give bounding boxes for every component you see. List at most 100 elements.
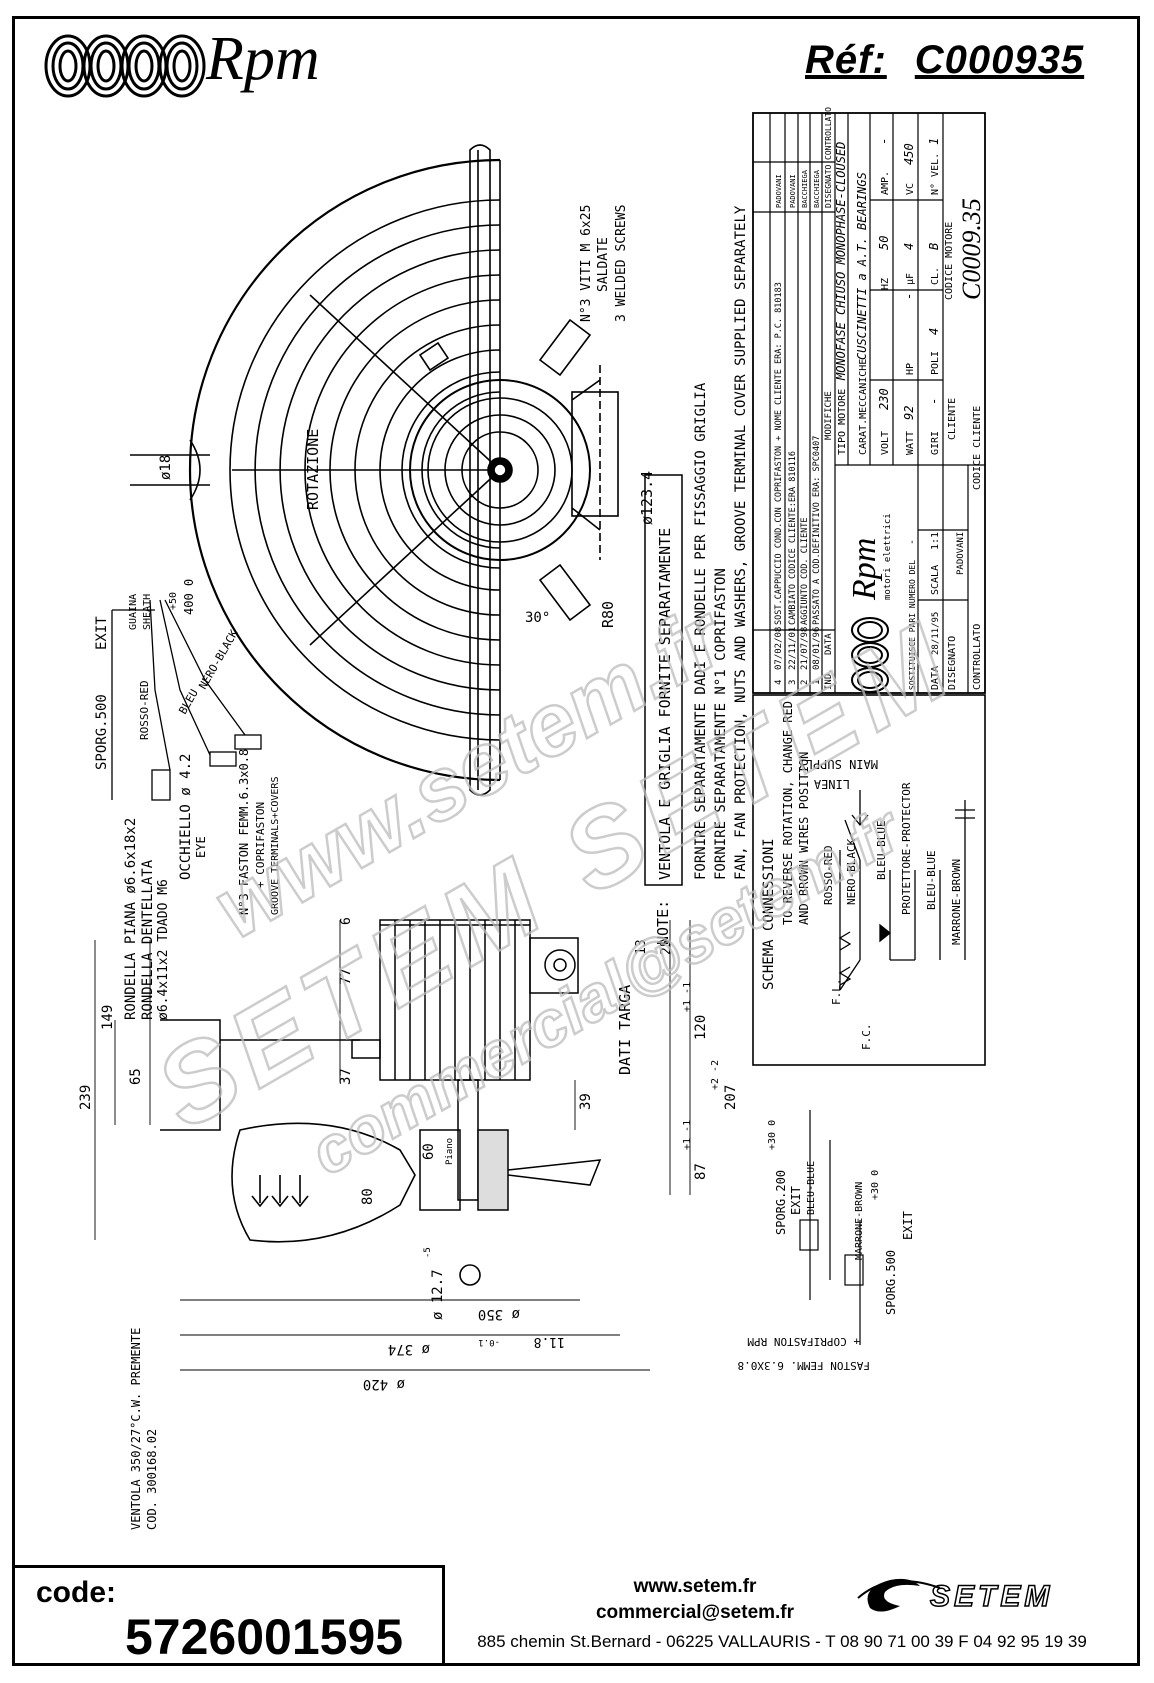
tb-dis-label: DISEGNATO [947, 636, 958, 690]
tb-poli: 4 [927, 328, 941, 335]
revision-rows: 4 07/02/08 SOST.CAPPUCCIO COND.CON COPRI… [774, 169, 822, 685]
dim-37: 37 [338, 1068, 354, 1085]
tb-giri: - [927, 398, 941, 405]
lead-exit: EXIT [94, 616, 110, 650]
tb-giri-label: GIRI [930, 431, 941, 455]
tb-amp-label: AMP. [880, 171, 891, 195]
cap-exit-1: EXIT [789, 1186, 803, 1215]
code-box [12, 1565, 445, 1666]
shaft-flat: 11.8 [534, 1334, 565, 1349]
footer-web[interactable]: www.setem.fr [633, 1576, 757, 1597]
tb-cl-label: CL. [930, 267, 941, 285]
shaft-tol: -5 [423, 1247, 433, 1258]
tb-poli-label: POLI [930, 351, 941, 375]
dim-dia-374: ø 374 [388, 1341, 430, 1357]
schema-fl: F.L. [830, 979, 843, 1006]
tb-mod: MODIFICHE [824, 391, 834, 440]
code-label: code: [36, 1576, 117, 1609]
tb-ctrl: CONTROLLATO [824, 107, 833, 160]
rpm-logo [44, 34, 206, 98]
rev-2-desc: AGGIUNTO COD. CLIENTE [800, 518, 810, 625]
dim-87-tol: +1 -1 [682, 1120, 693, 1150]
lead-faston: N°3 FASTON FEMM.6.3x0.8 [237, 749, 251, 915]
schema-protettore: PROTETTORE-PROTECTOR [900, 782, 913, 915]
tb-vc: 450 [902, 143, 916, 165]
tb-uf-label: µF [905, 273, 916, 285]
rev-2-n: 2 [800, 680, 810, 685]
dim-77: 77 [338, 968, 354, 985]
note-line-2: FORNIRE SEPARATAMENTE DADI E RONDELLE PE… [693, 382, 709, 880]
lead-guaina: GUAINA [128, 594, 139, 630]
tb-sost: - [907, 539, 918, 545]
rev-1-desc: PASSATO A COD.DEFINITIVO ERA: SPC0407 [812, 436, 822, 625]
tb-ind: IND. [824, 668, 834, 690]
cap-copri: + COPRIFASTON RPM [747, 1335, 860, 1348]
screws-note-it2: SALDATE [596, 237, 611, 292]
tb-data-label: DATA [930, 666, 941, 690]
schema-nero: NERO-BLACK [845, 838, 858, 905]
footer-email[interactable]: commercial@setem.fr [595, 1602, 795, 1623]
cap-marrone: MARRONE-BROWN [854, 1182, 865, 1260]
rev-2-dis: BACCHIEGA [801, 169, 809, 208]
lead-sheath: SHEATH [142, 594, 153, 630]
tb-cliente-label: CLIENTE [947, 398, 958, 440]
tb-amp: - [877, 138, 891, 145]
rev-4-dis: PADOVANI [775, 174, 783, 208]
rev-2-date: 21/07/98 [800, 627, 810, 670]
lead-occhiello: OCCHIELLO ø 4.2 [178, 754, 194, 880]
lead-eye: EYE [194, 836, 208, 858]
lead-copri: + COPRIFASTON [254, 802, 267, 888]
tb-sost-label: SOSTITUISCE PARI NUMERO DEL [908, 560, 917, 690]
brand-name: Rpm [206, 25, 320, 93]
tb-hp: - [902, 293, 916, 300]
dim-r80: R80 [599, 601, 617, 628]
lead-nero: NERO-BLACK [196, 627, 241, 691]
tb-hz-label: HZ [880, 278, 891, 290]
tb-vel: 1 [927, 138, 941, 145]
tb-uf: 4 [902, 243, 916, 250]
tb-cod-cliente-label: CODICE CLIENTE [972, 406, 983, 490]
title-block [752, 112, 986, 694]
cap-sporg-200: SPORG.200 [774, 1170, 788, 1235]
schema-linea: LINEA [813, 777, 850, 791]
shaft-dia: ø 12.7 [430, 1269, 446, 1320]
fan-guard-front-view [130, 144, 501, 796]
rev-1-dis: BACCHIEGA [813, 169, 821, 208]
tb-cod-motore-label: CODICE MOTORE [944, 222, 955, 300]
rev-3-desc: CAMBIATO CODICE CLIENTE:ERA 810116 [788, 451, 798, 625]
rev-3-dis: PADOVANI [789, 174, 797, 208]
tb-tipo-label: TIPO MOTORE [837, 389, 848, 455]
dim-dia-420: ø 420 [363, 1376, 405, 1392]
notes-box [644, 474, 683, 886]
tb-data-value: 28/11/95 [931, 612, 941, 655]
dim-13: 13 [634, 939, 649, 955]
tb-dis-value: PADOVANI [956, 532, 966, 575]
rev-1-date: 08/01/96 [812, 627, 822, 670]
footer-contacts: www.setem.fr commercial@setem.fr [450, 1574, 940, 1626]
piano-label: Piano [445, 1138, 455, 1165]
schema-bleu: BLEU-BLUE [875, 820, 888, 880]
motor-hub [409, 318, 619, 622]
tb-vc-label: VC [905, 183, 916, 195]
schema-note-2: AND BROWN WIRES POSITION [797, 752, 811, 925]
connection-schema [752, 694, 986, 1066]
dim-149: 149 [100, 1005, 116, 1030]
tb-ctrl-label: CONTROLLATO [972, 624, 983, 690]
tb-volt: 230 [877, 388, 891, 410]
tb-brand: Rpm [846, 538, 883, 601]
schema-main-supply: MAIN SUPPLY [798, 757, 878, 771]
side-dimensions [94, 920, 691, 1371]
schema-bleu2: BLEU-BLUE [925, 850, 938, 910]
dati-targa: DATI TARGA [616, 985, 634, 1075]
dim-dia-123: ø123.4 [638, 471, 656, 525]
dim-dia-18: ø18 [158, 455, 174, 480]
rev-3-n: 3 [788, 680, 798, 685]
drawing-frame [12, 16, 1140, 1666]
code-value: 5726001595 [125, 1609, 404, 1665]
tb-hp-label: HP [905, 363, 916, 375]
capacitor-leads [799, 1110, 864, 1345]
dim-39: 39 [578, 1093, 594, 1110]
shaft-flat-tol: -0.1 [478, 1337, 500, 1347]
schema-note-1: TO REVERSE ROTATION, CHANGE RED [781, 701, 795, 925]
